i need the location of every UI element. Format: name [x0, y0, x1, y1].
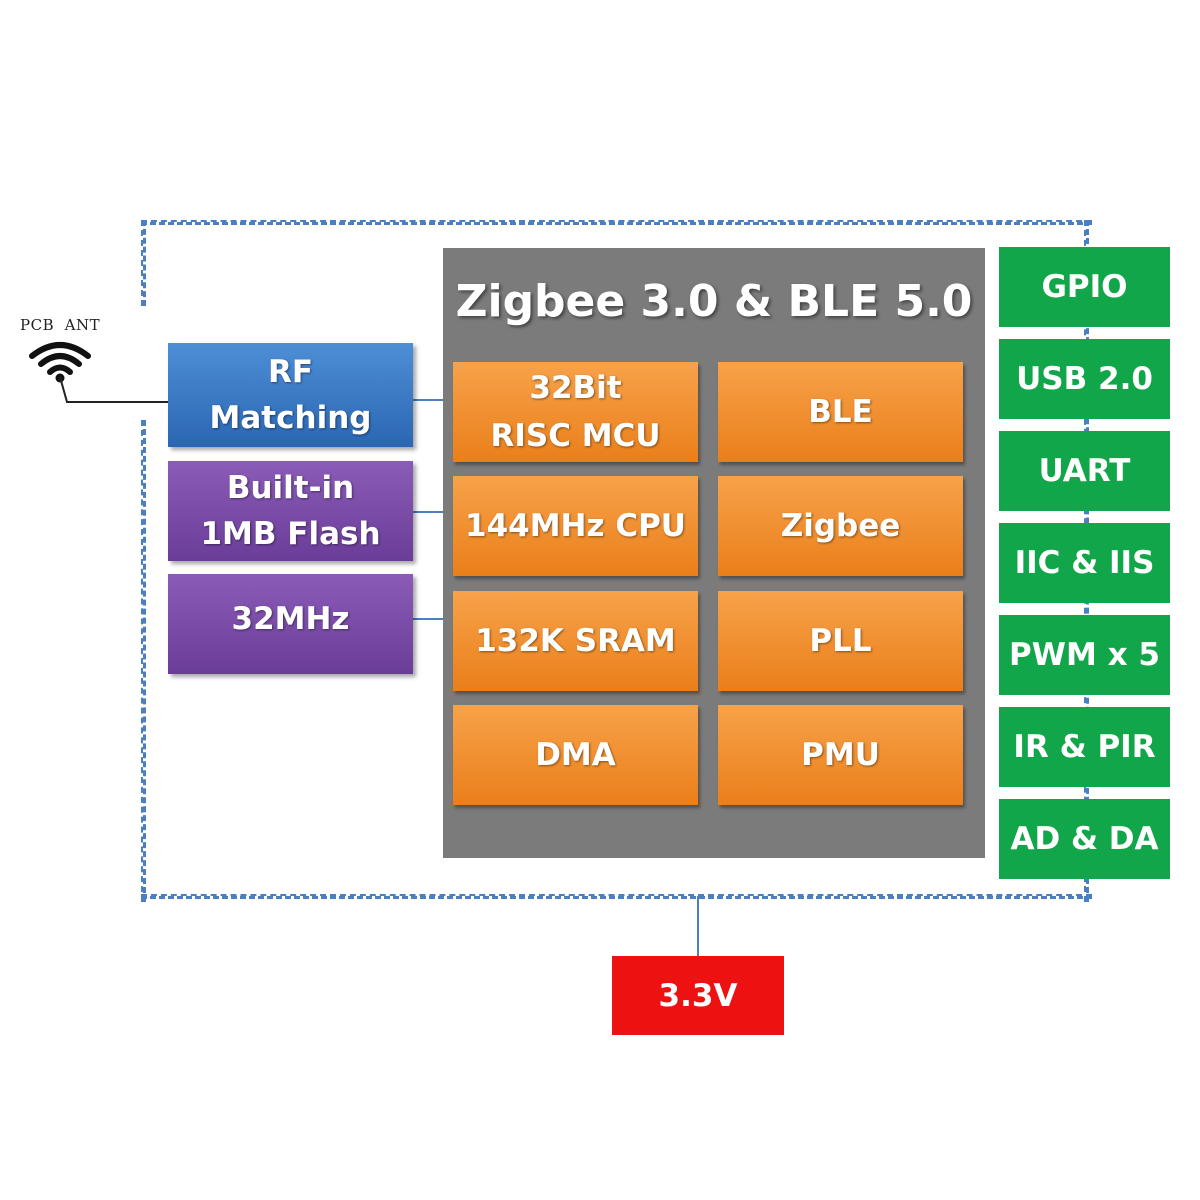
dma-label: DMA: [535, 737, 616, 773]
peripheral-ir-pir: IR & PIR: [999, 707, 1170, 787]
rf-matching-line2: Matching: [209, 400, 372, 436]
module-boundary-left-upper: [141, 220, 146, 306]
flash-block: Built-in 1MB Flash: [168, 461, 413, 561]
peripheral-ir-pir-label: IR & PIR: [1013, 729, 1156, 765]
peripheral-pwm-label: PWM x 5: [1009, 637, 1160, 673]
ble-label: BLE: [808, 394, 873, 430]
peripheral-usb-label: USB 2.0: [1016, 361, 1153, 397]
pmu-block: PMU: [718, 705, 963, 805]
power-label: 3.3V: [658, 977, 738, 1014]
zigbee-block: Zigbee: [718, 476, 963, 576]
ble-block: BLE: [718, 362, 963, 462]
dma-block: DMA: [453, 705, 698, 805]
rf-connector: [413, 399, 444, 401]
sram-label: 132K SRAM: [475, 623, 676, 659]
peripheral-iic-iis-label: IIC & IIS: [1014, 545, 1155, 581]
crystal-connector: [413, 618, 444, 620]
module-boundary-top: [141, 220, 1092, 225]
peripheral-ad-da-label: AD & DA: [1010, 821, 1159, 857]
peripheral-ad-da: AD & DA: [999, 799, 1170, 879]
power-supply-block: 3.3V: [612, 956, 784, 1035]
peripheral-gpio: GPIO: [999, 247, 1170, 327]
peripheral-uart: UART: [999, 431, 1170, 511]
zigbee-label: Zigbee: [780, 508, 901, 544]
module-boundary-bottom: [141, 894, 1092, 899]
flash-connector: [413, 511, 444, 513]
peripheral-pwm: PWM x 5: [999, 615, 1170, 695]
pll-block: PLL: [718, 591, 963, 691]
sram-block: 132K SRAM: [453, 591, 698, 691]
peripheral-usb: USB 2.0: [999, 339, 1170, 419]
rf-matching-block: RF Matching: [168, 343, 413, 447]
mcu-line2: RISC MCU: [490, 418, 661, 454]
peripheral-gpio-label: GPIO: [1041, 269, 1128, 305]
crystal-label: 32MHz: [231, 601, 350, 637]
chip-title: Zigbee 3.0 & BLE 5.0: [455, 276, 973, 327]
power-connector: [697, 896, 699, 956]
flash-line2: 1MB Flash: [200, 516, 381, 552]
crystal-block: 32MHz: [168, 574, 413, 674]
antenna-label: PCB ANT: [20, 316, 101, 334]
rf-matching-line1: RF: [267, 354, 314, 390]
peripheral-uart-label: UART: [1038, 453, 1131, 489]
cpu-label: 144MHz CPU: [465, 508, 686, 544]
module-boundary-left-lower: [141, 420, 146, 902]
cpu-block: 144MHz CPU: [453, 476, 698, 576]
antenna-feed-line: [59, 376, 168, 403]
peripheral-iic-iis: IIC & IIS: [999, 523, 1170, 603]
mcu-line1: 32Bit: [529, 370, 622, 406]
flash-line1: Built-in: [226, 470, 355, 506]
pll-label: PLL: [809, 623, 872, 659]
pmu-label: PMU: [801, 737, 880, 773]
mcu-block: 32Bit RISC MCU: [453, 362, 698, 462]
